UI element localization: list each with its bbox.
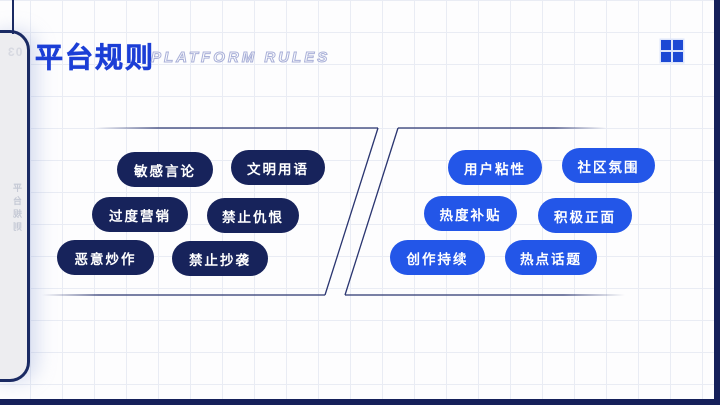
left-rule-pill-3: 过度营销 <box>92 197 188 232</box>
side-vertical-text: 平台规则 <box>13 183 23 235</box>
left-rule-pill-2: 文明用语 <box>231 150 325 185</box>
square-3 <box>661 52 671 62</box>
page-title: 平台规则 <box>35 42 156 74</box>
right-border <box>714 0 720 405</box>
left-rule-pill-1: 敏感言论 <box>117 152 213 187</box>
right-rule-pill-5: 创作持续 <box>390 240 485 275</box>
section-number: 03 <box>6 45 22 59</box>
left-rule-pill-6: 禁止抄袭 <box>172 241 268 276</box>
four-squares-icon <box>661 40 683 62</box>
page-subtitle: PLATFORM RULES <box>150 49 331 67</box>
right-rule-pill-3: 热度补贴 <box>424 196 517 231</box>
bottom-border <box>0 399 720 405</box>
side-tab: 03 平台规则 <box>0 30 30 382</box>
square-2 <box>673 40 683 50</box>
right-rule-pill-1: 用户粘性 <box>448 150 542 185</box>
left-edge-line <box>12 0 14 34</box>
square-4 <box>673 52 683 62</box>
left-rule-pill-5: 恶意炒作 <box>57 240 154 275</box>
square-1 <box>661 40 671 50</box>
right-rule-pill-2: 社区氛围 <box>562 148 655 183</box>
right-rule-pill-6: 热点话题 <box>505 240 597 275</box>
left-rule-pill-4: 禁止仇恨 <box>207 198 299 233</box>
right-rule-pill-4: 积极正面 <box>538 198 632 233</box>
